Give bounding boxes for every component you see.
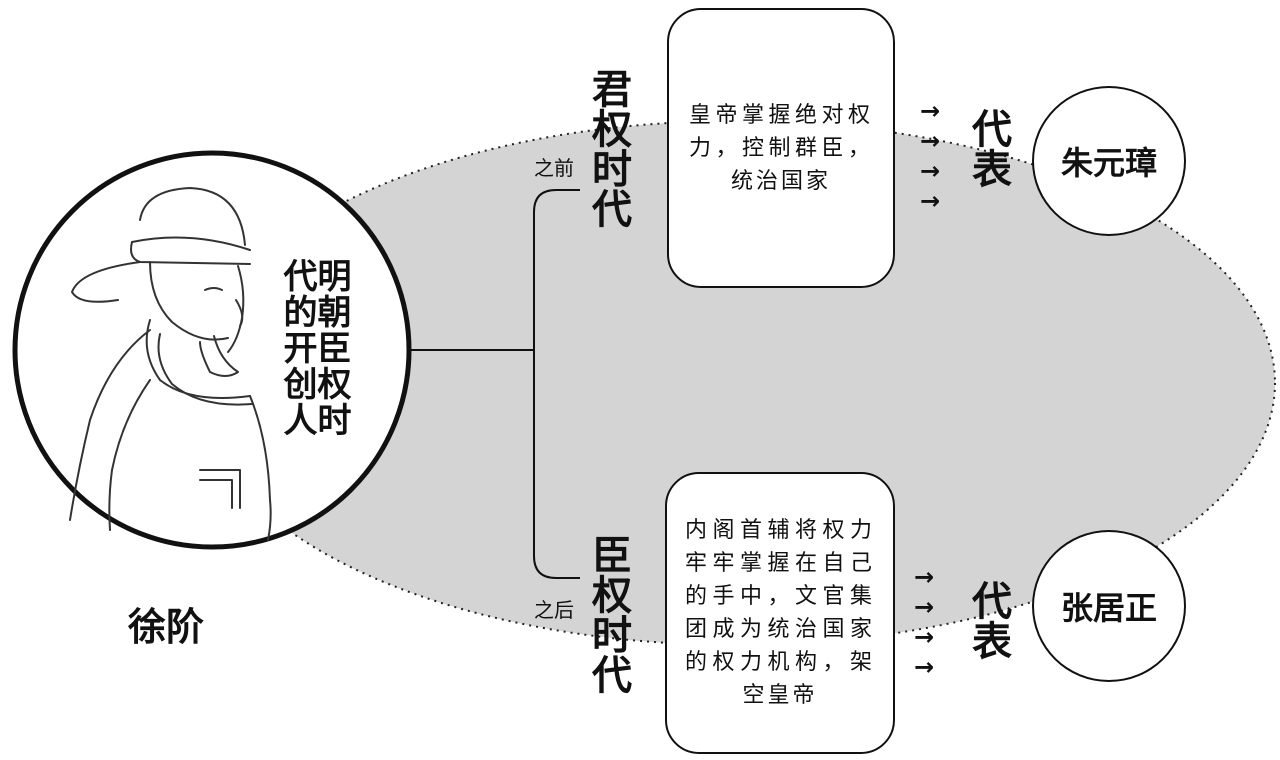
era-description-card-before: 皇帝掌握绝对权力，控制群臣，统治国家 [667, 8, 895, 288]
official-portrait-icon [69, 187, 272, 541]
arrow-group-after: → → → → [914, 562, 948, 682]
era-relation-after: 之后 [534, 598, 574, 622]
arrow-group-before: → → → → [920, 96, 954, 216]
person-name: 徐阶 [128, 604, 205, 649]
era-title-after: 臣权时代 [585, 534, 632, 694]
portrait-circle [12, 150, 412, 550]
arrow-icon: → [914, 653, 935, 681]
representative-after: 张居正 [1032, 530, 1186, 682]
person-intro: 明朝臣权时代的开创人 [277, 258, 351, 438]
era-description-card-after: 内阁首辅将权力牢牢掌握在自己的手中，文官集团成为统治国家的权力机构，架空皇帝 [665, 472, 895, 754]
arrow-icon: → [914, 593, 935, 621]
representative-before: 朱元璋 [1032, 86, 1186, 236]
tree-connector [398, 189, 580, 579]
represent-label-after: 代表 [965, 580, 1012, 660]
arrow-icon: → [914, 623, 935, 651]
arrow-icon: → [920, 157, 941, 185]
represent-label-before: 代表 [965, 108, 1012, 188]
era-title-before: 君权时代 [585, 68, 632, 228]
arrow-icon: → [920, 97, 941, 125]
era-description-before: 皇帝掌握绝对权力，控制群臣，统治国家 [689, 102, 873, 194]
era-description-after: 内阁首辅将权力牢牢掌握在自己的手中，文官集团成为统治国家的权力机构，架空皇帝 [685, 518, 875, 708]
arrow-icon: → [914, 563, 935, 591]
arrow-icon: → [920, 187, 941, 215]
era-relation-before: 之前 [534, 156, 574, 180]
arrow-icon: → [920, 127, 941, 155]
